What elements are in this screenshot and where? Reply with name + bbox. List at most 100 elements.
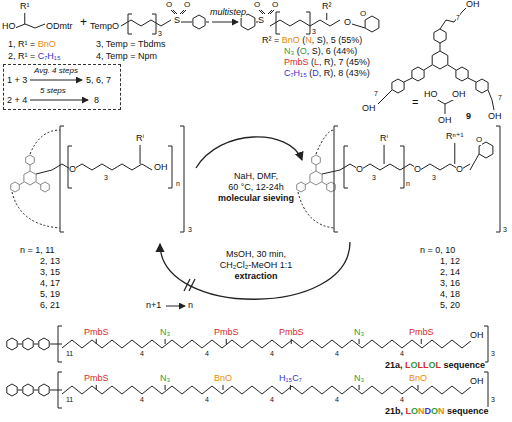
structure-label: 21a, LOLLOL sequence <box>385 361 485 371</box>
structure-label: R² <box>322 2 332 12</box>
bond-line <box>52 164 152 170</box>
bond-line <box>184 279 190 291</box>
bond-line <box>310 171 322 185</box>
structure-label: OH <box>488 112 502 122</box>
structure-label: n+1 <box>146 301 161 311</box>
bond-line <box>36 170 52 174</box>
bond-line <box>270 20 340 26</box>
structure-label: Temp <box>90 22 112 32</box>
structure-label: 2, 13 <box>40 257 60 267</box>
substituent-bond <box>454 143 455 164</box>
structure-label: Rⁱ <box>380 134 388 144</box>
box-text: 8 <box>94 96 99 106</box>
structure-label: 6, 21 <box>40 301 60 311</box>
structure-label: n <box>176 180 180 188</box>
structure-label: PmbS <box>409 328 434 338</box>
structure-label: N₃ <box>354 328 364 338</box>
structure-label: 3 <box>158 30 162 38</box>
colored-fragment: N₃ <box>284 46 294 56</box>
structure-label: PmbS (L, R), 7 (45%) <box>284 58 370 68</box>
bond-line <box>476 79 488 93</box>
colored-fragment: BnO <box>282 35 300 45</box>
colored-fragment: O <box>429 360 436 370</box>
colored-fragment: O <box>411 406 418 416</box>
bond-line <box>15 24 45 28</box>
box-text: 2 + 4 <box>7 96 27 106</box>
bond-line <box>128 14 132 34</box>
structure-label: = <box>412 96 418 108</box>
structure-label: 3, Temp = Tbdms <box>96 40 165 50</box>
structure-label: 4 <box>335 350 339 358</box>
structure-label: PmbS <box>84 374 109 384</box>
bond-line <box>440 43 441 51</box>
substituent-bond <box>290 385 291 390</box>
dotted-link <box>316 130 334 154</box>
structure-label: 3, 16 <box>440 279 460 289</box>
colored-fragment: C₇H₁₅ <box>38 51 61 61</box>
bond-line <box>456 67 468 81</box>
structure-label: 4 <box>335 396 339 404</box>
structure-label: OH <box>452 90 466 100</box>
structure-label: Rⁿ⁺¹ <box>446 132 464 142</box>
structure-label: n = 1, 11 <box>20 246 55 256</box>
structure-label: 4 <box>140 350 144 358</box>
substituent-bond <box>165 339 166 344</box>
structure-label: R¹ <box>20 2 30 12</box>
structure-label: BnO <box>409 374 427 384</box>
colored-fragment: N <box>418 406 425 416</box>
structure-label: 2, 14 <box>440 268 460 278</box>
bond-line <box>168 146 172 188</box>
bond-line <box>30 100 88 101</box>
structure-label: 3 <box>503 226 507 234</box>
structure-label: 3 <box>312 28 316 36</box>
structure-label: OH <box>438 116 452 126</box>
structure-label: + <box>80 16 87 29</box>
structure-label: n = 0, 10 <box>420 246 455 256</box>
structure-label: 4 <box>205 350 209 358</box>
bond-line <box>312 155 321 165</box>
bond-line <box>173 10 177 14</box>
bond-line <box>468 78 476 82</box>
structure-label: OH <box>362 104 376 114</box>
structure-label: 1, R¹ = BnO <box>8 40 56 50</box>
bond-line <box>18 344 22 345</box>
structure-label: N₃ <box>160 374 170 384</box>
bond-line <box>412 67 424 81</box>
structure-label: N₃ <box>354 374 364 384</box>
structure-label: N₃ <box>160 328 170 338</box>
structure-label: 11 <box>66 396 73 404</box>
bond-line <box>19 182 24 185</box>
structure-label: O <box>69 165 76 175</box>
substituent-bond <box>165 385 166 390</box>
structure-label: ODmtr <box>46 22 73 32</box>
structure-label: multistep <box>210 8 246 18</box>
bond-line <box>24 171 36 185</box>
structure-label: 7 <box>456 14 460 22</box>
bond-line <box>7 384 17 396</box>
structure-label: 4, 18 <box>440 290 460 300</box>
substituent-bond <box>384 145 385 164</box>
structure-label: extraction <box>234 272 277 282</box>
structure-label: 21b, LONDON sequence <box>385 407 489 417</box>
substituent-bond <box>96 385 97 390</box>
substituent-bond <box>421 339 422 344</box>
substituent-bond <box>291 339 292 344</box>
colored-fragment: L <box>436 360 441 370</box>
structure-label: O <box>344 18 351 28</box>
bond-line <box>212 22 238 23</box>
structure-label: 4, Temp = Npm <box>96 52 157 62</box>
bond-line <box>34 344 38 345</box>
structure-label: 4 <box>270 396 274 404</box>
box-text: 5, 6, 7 <box>86 76 111 86</box>
substituent-bond <box>418 385 419 390</box>
bond-line <box>322 182 327 185</box>
bond-line <box>58 372 62 408</box>
colored-fragment: D <box>312 68 319 78</box>
structure-label: 60 °C, 12-24h <box>228 183 284 193</box>
structure-label: H₁₅C₇ <box>279 374 302 384</box>
dotted-link <box>12 192 60 228</box>
bond-line <box>322 170 340 174</box>
bond-line <box>26 155 35 165</box>
colored-fragment: BnO <box>38 39 56 49</box>
structure-label: 3 <box>188 226 192 234</box>
